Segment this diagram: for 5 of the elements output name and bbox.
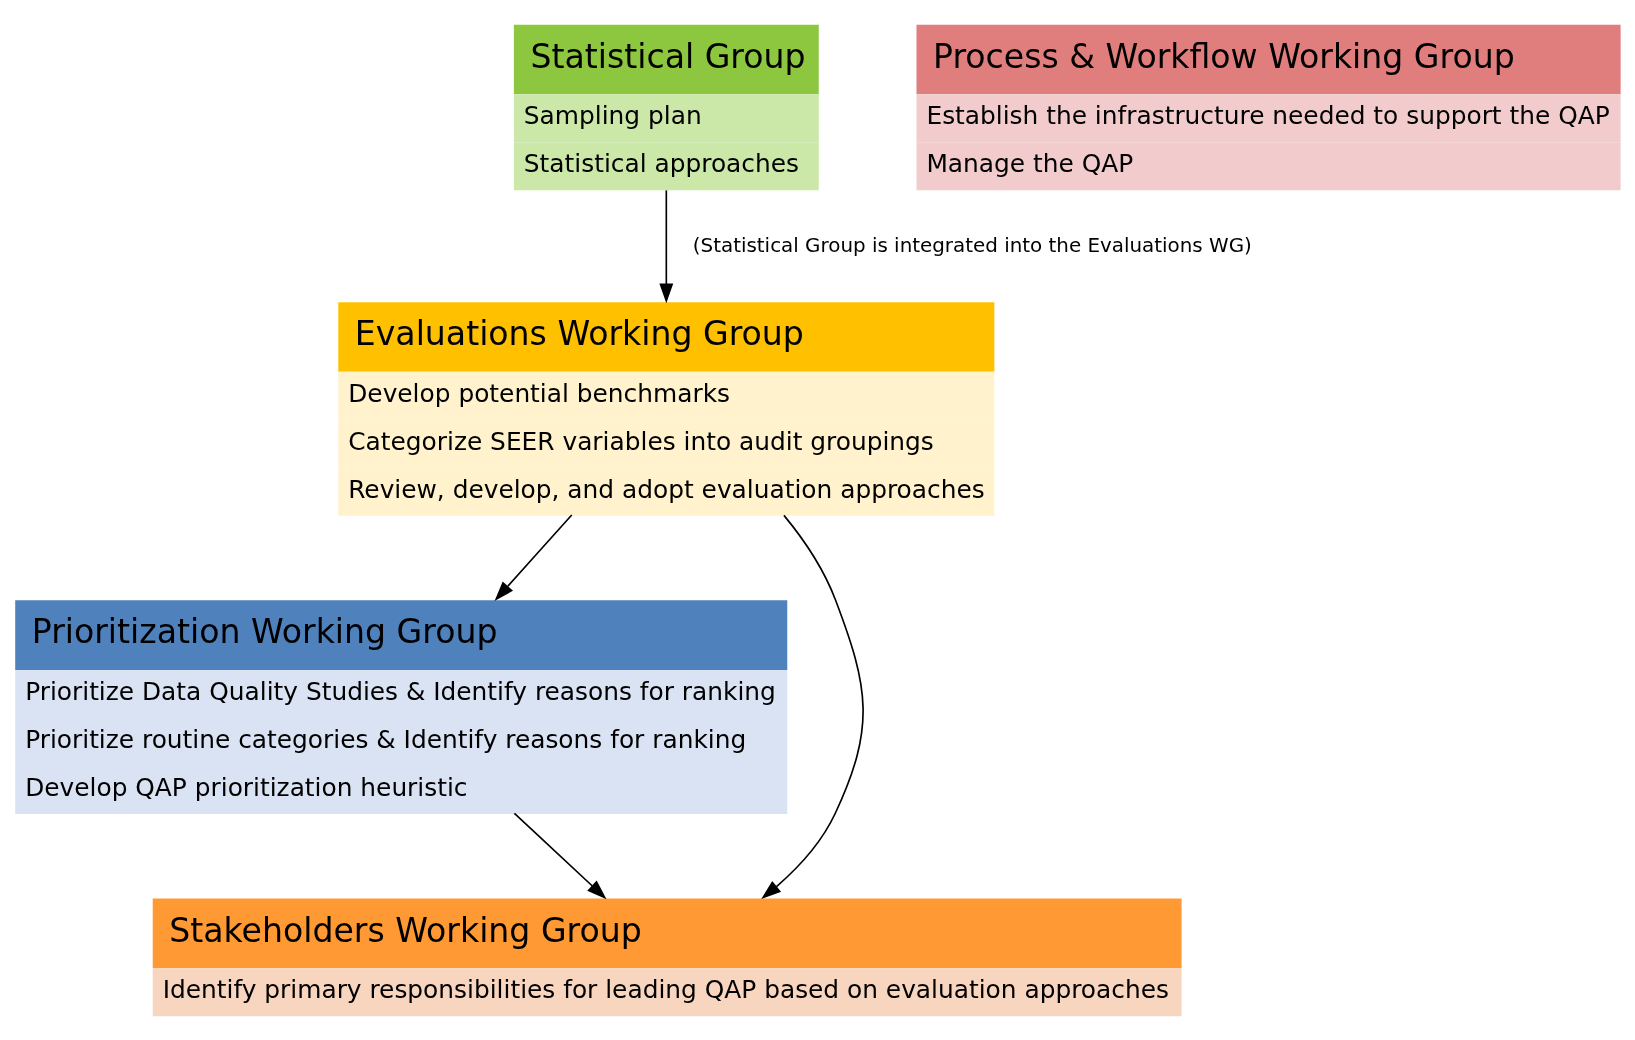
arrow xyxy=(513,812,607,900)
edge-label: (Statistical Group is integrated into the Evaluations WG) xyxy=(692,233,1252,257)
arrow xyxy=(659,189,674,304)
arrow xyxy=(494,514,573,601)
arrow xyxy=(761,514,864,900)
